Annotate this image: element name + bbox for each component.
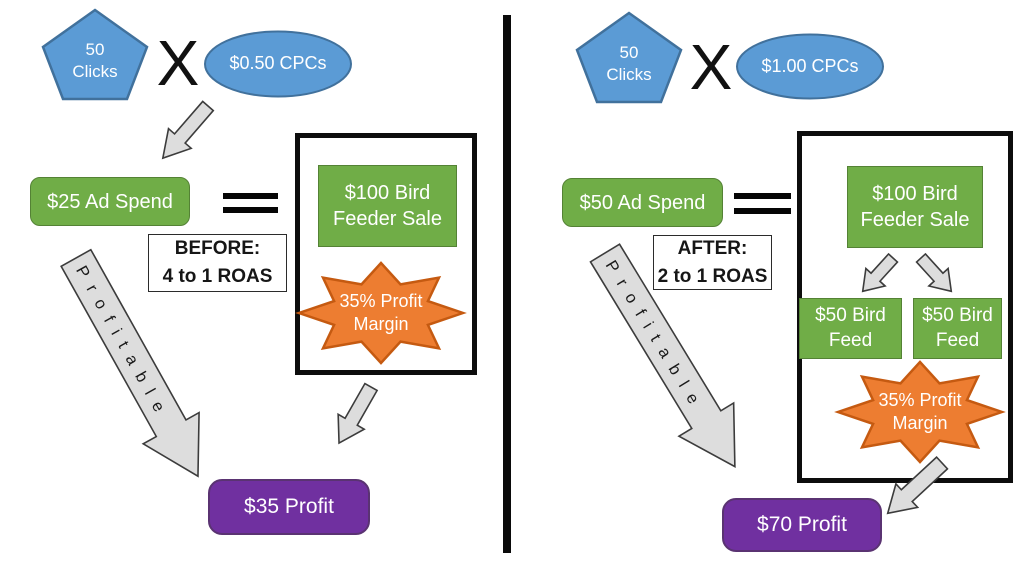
roas-value: 2 to 1 ROAS xyxy=(657,265,768,287)
profit-label: $35 Profit xyxy=(244,495,334,518)
ad-spend-box: $25 Ad Spend xyxy=(30,177,190,226)
sale-line1: $100 Bird xyxy=(872,183,958,205)
roas-title: BEFORE: xyxy=(174,238,261,260)
sale-box: $100 Bird Feeder Sale xyxy=(318,165,457,247)
sale-line2: Feeder Sale xyxy=(860,209,970,231)
profit-box: $70 Profit xyxy=(722,498,882,552)
down-left-arrow-icon xyxy=(886,455,949,515)
sale-line2: Feeder Sale xyxy=(333,208,442,230)
result-box xyxy=(295,133,477,375)
clicks-pentagon-shape xyxy=(575,11,683,104)
ad-spend-label: $25 Ad Spend xyxy=(47,190,173,213)
roas-title: AFTER: xyxy=(677,237,748,259)
clicks-pentagon-shape xyxy=(41,8,149,101)
multiply-symbol: X xyxy=(689,31,733,103)
down-right-arrow-icon xyxy=(915,252,953,293)
feed-line2: Feed xyxy=(828,329,873,351)
feed-line2: Feed xyxy=(935,329,980,351)
profitable-arrow: Profitable xyxy=(589,243,736,468)
cpc-ellipse-shape xyxy=(204,30,352,98)
sale-box: $100 Bird Feeder Sale xyxy=(847,166,983,248)
roas-value: 4 to 1 ROAS xyxy=(162,266,273,287)
cpc-ellipse-shape xyxy=(736,33,884,100)
ad-spend-label: $50 Ad Spend xyxy=(579,191,706,214)
down-left-arrow-icon xyxy=(861,252,899,293)
bird-feed-box: $50 Bird Feed xyxy=(799,298,902,359)
divider-line xyxy=(503,15,511,553)
profitable-label: Profitable xyxy=(602,257,708,416)
profitable-arrow: Profitable xyxy=(60,248,200,478)
profit-label: $70 Profit xyxy=(757,513,847,536)
equals-sign xyxy=(223,193,278,213)
down-left-arrow-icon xyxy=(337,382,379,445)
profitable-label: Profitable xyxy=(72,263,173,424)
feed-line1: $50 Bird xyxy=(922,304,993,326)
down-left-arrow-icon xyxy=(161,100,215,160)
sale-line1: $100 Bird xyxy=(344,182,431,204)
roas-label-box: AFTER: 2 to 1 ROAS xyxy=(653,235,772,290)
multiply-symbol: X xyxy=(156,27,200,99)
profit-margin-star-shape xyxy=(834,360,1006,464)
profit-margin-star-shape xyxy=(295,261,467,365)
bird-feed-box: $50 Bird Feed xyxy=(913,298,1002,359)
roas-label-box: BEFORE: 4 to 1 ROAS xyxy=(148,234,287,292)
feed-line1: $50 Bird xyxy=(815,304,886,326)
ad-spend-box: $50 Ad Spend xyxy=(562,178,723,227)
equals-sign xyxy=(734,193,791,214)
profit-box: $35 Profit xyxy=(208,479,370,535)
